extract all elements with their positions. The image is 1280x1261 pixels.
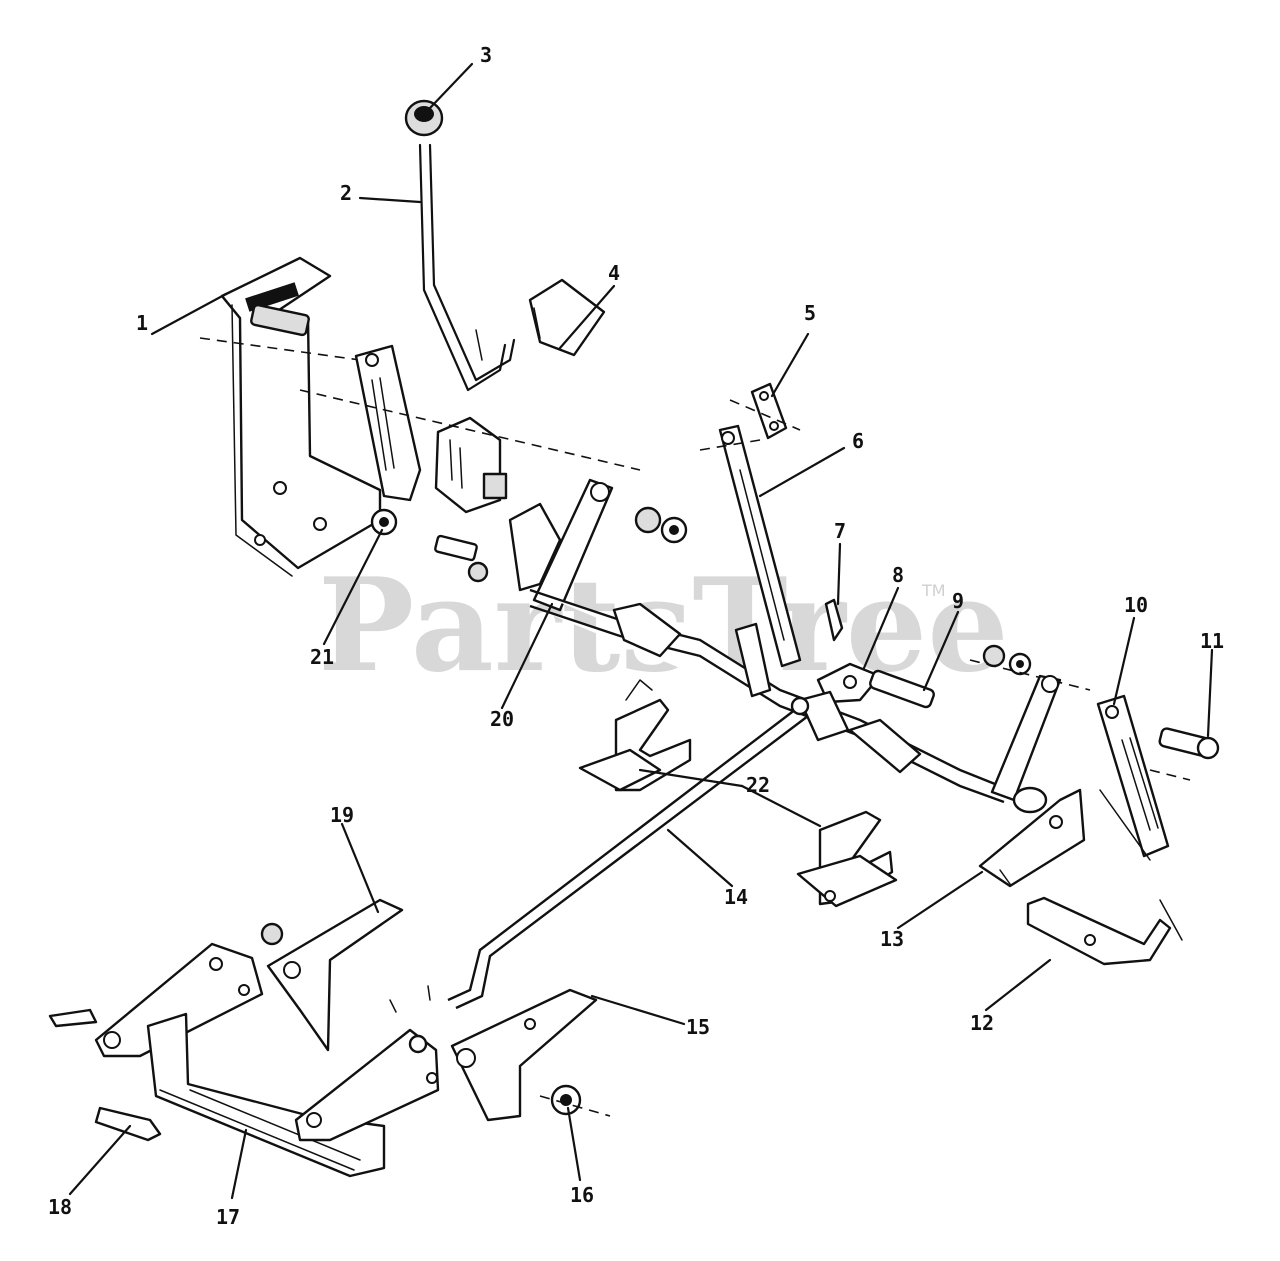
left-pivot-plate[interactable] (94, 942, 264, 1058)
callout-9: 9 (952, 589, 964, 613)
callout-13: 13 (880, 927, 904, 951)
callout-15: 15 (686, 1015, 710, 1039)
callout-22: 22 (746, 773, 770, 797)
callout-20: 20 (490, 707, 514, 731)
cotter-pin-left[interactable] (48, 1008, 98, 1028)
part-7-spring-pin[interactable] (824, 598, 844, 642)
nuts-right-cluster[interactable] (969, 644, 1091, 691)
callout-17: 17 (216, 1205, 240, 1229)
part-12-bracket[interactable] (1026, 896, 1183, 966)
callout-5: 5 (804, 301, 816, 325)
part-1-mounting-bracket[interactable] (220, 256, 382, 577)
callout-6: 6 (852, 429, 864, 453)
part-2-lift-lever[interactable] (418, 143, 516, 392)
nuts-pair[interactable] (634, 506, 688, 544)
watermark-trademark: TM (921, 581, 946, 600)
callout-labels: 3 2 4 1 5 6 7 8 9 10 11 21 20 22 19 14 1… (48, 43, 1224, 1229)
callout-10: 10 (1124, 593, 1148, 617)
callout-leaders (68, 62, 1214, 1200)
pivot-block[interactable] (299, 389, 641, 514)
part-8-clevis[interactable] (816, 662, 882, 704)
part-14-control-rod[interactable] (447, 696, 810, 1010)
part-19-upper-bracket[interactable] (260, 898, 404, 1052)
small-bolt-washer[interactable] (434, 534, 489, 583)
part-22-left-bracket[interactable] (578, 679, 692, 792)
shaft-link-bracket[interactable] (734, 622, 922, 774)
part-6-adjustment-bar[interactable] (699, 424, 802, 668)
callout-16: 16 (570, 1183, 594, 1207)
part-22-right-bracket[interactable] (796, 810, 898, 908)
part-18-clevis-pin[interactable] (94, 1106, 162, 1142)
callout-14: 14 (724, 885, 748, 909)
part-16-nut[interactable] (539, 1084, 611, 1117)
part-9-bolt[interactable] (869, 669, 935, 709)
callout-12: 12 (970, 1011, 994, 1035)
part-15-lower-bracket[interactable] (450, 988, 598, 1122)
bolt-top-left[interactable] (199, 303, 361, 361)
part-21-nut[interactable] (370, 508, 398, 536)
callout-11: 11 (1200, 629, 1224, 653)
callout-21: 21 (310, 645, 334, 669)
callout-18: 18 (48, 1195, 72, 1219)
callout-8: 8 (892, 563, 904, 587)
right-lift-arm[interactable] (990, 674, 1062, 814)
part-13-angle-bracket[interactable] (978, 788, 1086, 888)
callout-2: 2 (340, 181, 352, 205)
part-11-bolt[interactable] (1158, 727, 1220, 760)
part-5-small-link[interactable] (729, 382, 801, 440)
part-20-lift-arm[interactable] (508, 478, 614, 612)
part-10-slotted-link[interactable] (1096, 694, 1191, 861)
part-4-bracket-plate[interactable] (528, 278, 606, 357)
center-link-plate[interactable] (354, 344, 422, 502)
center-lower-link[interactable] (294, 985, 440, 1142)
part-3-knob[interactable] (404, 99, 444, 137)
callout-7: 7 (834, 519, 846, 543)
callout-3: 3 (480, 43, 492, 67)
callout-4: 4 (608, 261, 620, 285)
callout-1: 1 (136, 311, 148, 335)
callout-19: 19 (330, 803, 354, 827)
